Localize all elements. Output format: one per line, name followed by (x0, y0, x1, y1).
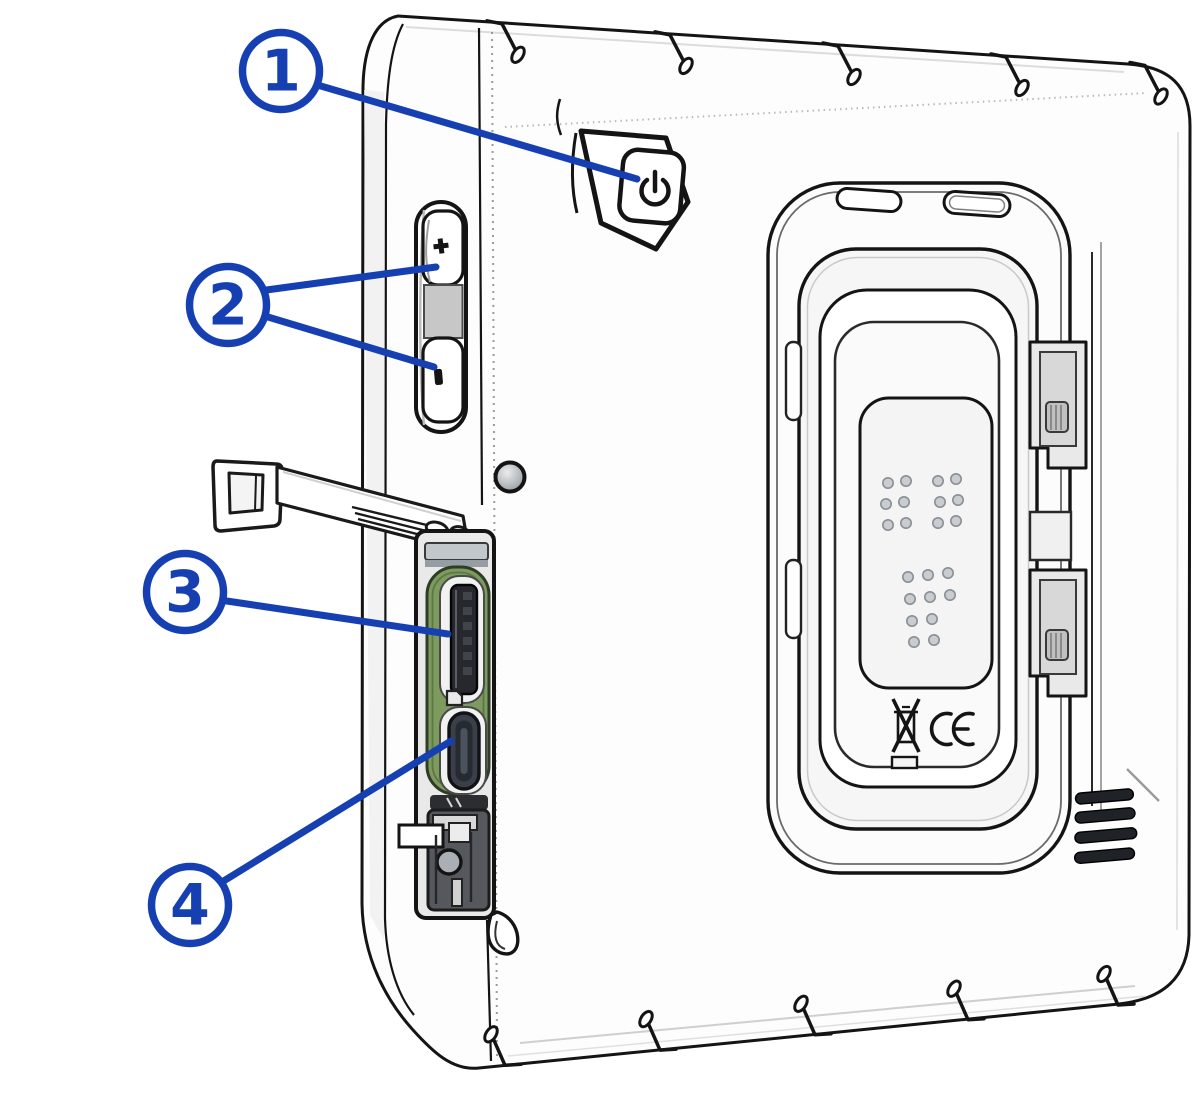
microsd-card-slot (439, 575, 485, 704)
weee-crossed-bin-icon (890, 698, 921, 770)
bracket-top-slot (835, 186, 903, 214)
latch-bar (451, 878, 463, 907)
case-slit (570, 132, 579, 214)
callout-3-leader (216, 596, 452, 638)
usb-tongue (460, 728, 468, 774)
mount-notch (793, 994, 833, 1037)
port-compartment (397, 529, 520, 956)
bottom-mold-line-2 (507, 995, 1147, 1057)
callout-4-circle (147, 862, 233, 948)
bracket-ring-mid-line (806, 256, 1030, 822)
bay-top-strip-shadow (425, 560, 488, 567)
side-seam-upper (477, 27, 484, 506)
speaker-grille-icon (1073, 788, 1138, 864)
callout-1-leader (310, 80, 641, 183)
callout-4-number: 4 (170, 873, 210, 939)
callout-2-leader-up (255, 263, 440, 295)
rocker-gap (423, 284, 464, 339)
power-icon (639, 169, 671, 207)
latch-block (448, 822, 471, 843)
callout-3: 3 (142, 549, 452, 638)
callout-2-circle (185, 262, 271, 348)
top-mold-line (504, 92, 1147, 128)
mount-notch (485, 19, 526, 64)
volume-rocker (414, 200, 468, 434)
callout-2: 2 (185, 262, 440, 371)
mount-notch (483, 1025, 523, 1068)
minus-icon (434, 368, 443, 386)
callout-4-leader (218, 737, 455, 886)
bay-top-strip (424, 542, 489, 561)
case-slit-small (555, 98, 563, 136)
volume-down-button (421, 336, 465, 424)
callout-1-circle (238, 28, 324, 114)
bracket-left-tab (784, 558, 803, 640)
ce-mark-icon (929, 711, 975, 747)
bracket-left-tab (784, 340, 803, 422)
mount-bracket (766, 181, 1102, 875)
mount-notch (989, 52, 1030, 98)
band-ticks (446, 797, 462, 808)
plus-icon (433, 238, 449, 254)
lanyard-hook (486, 910, 520, 956)
card-door-arm-highlight (282, 471, 462, 522)
mount-notch (638, 1009, 678, 1052)
mount-notch (821, 41, 862, 87)
mount-ball-plate (858, 396, 994, 690)
mount-notch (946, 979, 986, 1022)
corner-shade-line (1126, 768, 1160, 802)
sd-card-icon (445, 689, 464, 707)
microsd-teeth (463, 592, 472, 675)
mount-notch (653, 30, 694, 76)
power-key (617, 147, 687, 226)
mount-notch (1096, 964, 1136, 1007)
latch-pivot (435, 848, 463, 876)
callout-3-circle (142, 549, 228, 635)
mount-clip-bottom (1028, 568, 1088, 698)
mount-notch (1128, 60, 1169, 106)
callout-1-number: 1 (261, 39, 301, 105)
top-mount-notches (485, 19, 1169, 106)
latch-frame-lines (434, 832, 473, 904)
lanyard-hook-inner (494, 920, 506, 950)
volume-up-bevel (425, 219, 431, 283)
bottom-mold-line (519, 985, 1136, 1044)
latch-tab (397, 823, 445, 849)
usb-c-port (439, 706, 487, 795)
callout-3-number: 3 (165, 560, 205, 626)
bracket-top-slot (942, 189, 1012, 219)
card-door-cap-hole (227, 471, 265, 515)
callout-2-number: 2 (208, 273, 248, 339)
callout-2-leader-down (254, 310, 438, 371)
right-edge-highlight (1176, 131, 1179, 931)
bottom-mount-notches (483, 964, 1136, 1068)
card-door-cap-wall (254, 475, 257, 512)
callout-4: 4 (147, 737, 455, 948)
mount-clip-top (1028, 340, 1088, 470)
power-button (578, 128, 691, 252)
latch (397, 808, 491, 912)
bracket-step (1028, 510, 1073, 562)
top-edge-highlight (405, 26, 1125, 73)
pin-contacts (879, 472, 964, 648)
bracket-top-slot-inner (948, 195, 1006, 213)
screw-hole (493, 460, 527, 494)
callout-1: 1 (238, 28, 641, 183)
